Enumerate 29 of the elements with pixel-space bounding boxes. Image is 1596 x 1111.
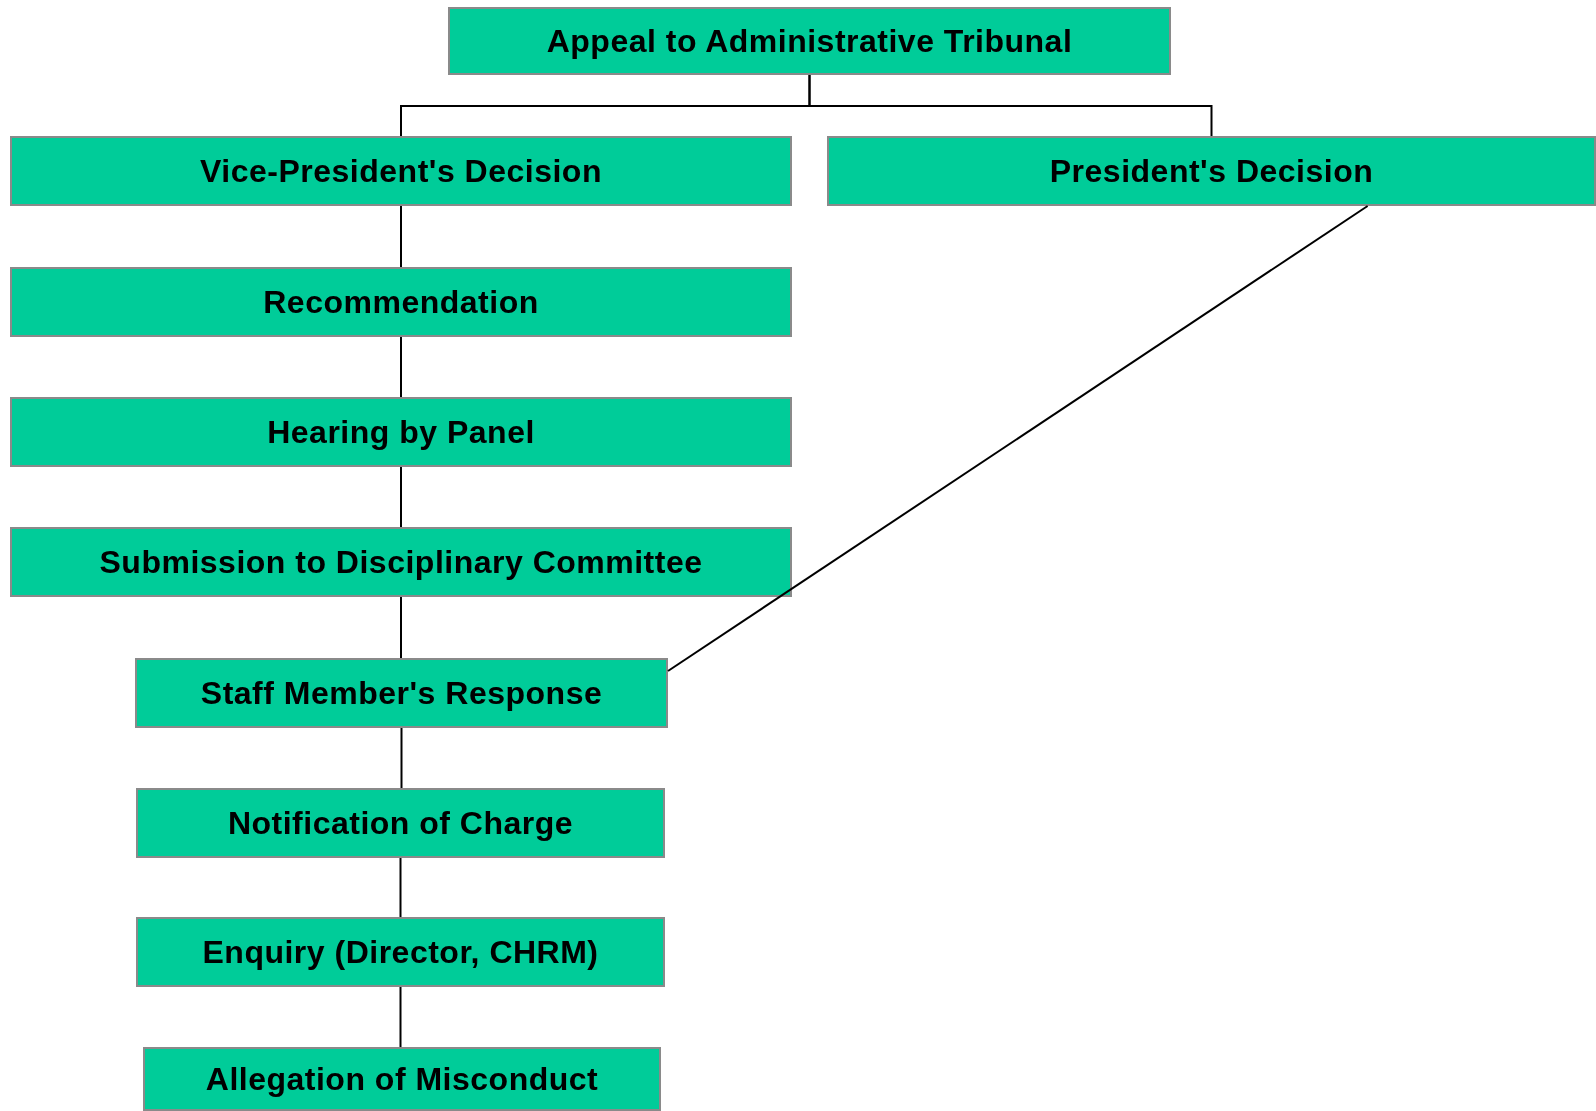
connector-line (400, 727, 403, 789)
box-label: Recommendation (263, 283, 539, 322)
process-box (135, 658, 668, 728)
box-label: Notification of Charge (227, 804, 574, 843)
box-label: Allegation of Misconduct (205, 1060, 599, 1099)
connector-line (400, 466, 402, 528)
connector-line (400, 336, 402, 398)
box-label: Enquiry (Director, CHRM) (202, 933, 599, 972)
connector-line (400, 205, 402, 268)
process-box (143, 1047, 661, 1111)
connector-line (400, 596, 402, 659)
connector-line (808, 74, 1213, 137)
box-label: Appeal to Administrative Tribunal (546, 22, 1073, 61)
connector-line (667, 205, 1369, 672)
process-box (10, 136, 792, 206)
box-label: President's Decision (1049, 152, 1374, 191)
connector-line (399, 857, 402, 918)
process-box (10, 397, 792, 467)
process-box (10, 267, 792, 337)
process-box (827, 136, 1596, 206)
process-box (136, 917, 665, 987)
box-label: Submission to Disciplinary Committee (99, 543, 703, 582)
connector-line (399, 986, 402, 1048)
process-box (136, 788, 665, 858)
box-label: Vice-President's Decision (200, 152, 602, 191)
process-box (448, 7, 1171, 75)
box-label: Staff Member's Response (200, 674, 603, 713)
process-box (10, 527, 792, 597)
box-label: Hearing by Panel (267, 413, 535, 452)
